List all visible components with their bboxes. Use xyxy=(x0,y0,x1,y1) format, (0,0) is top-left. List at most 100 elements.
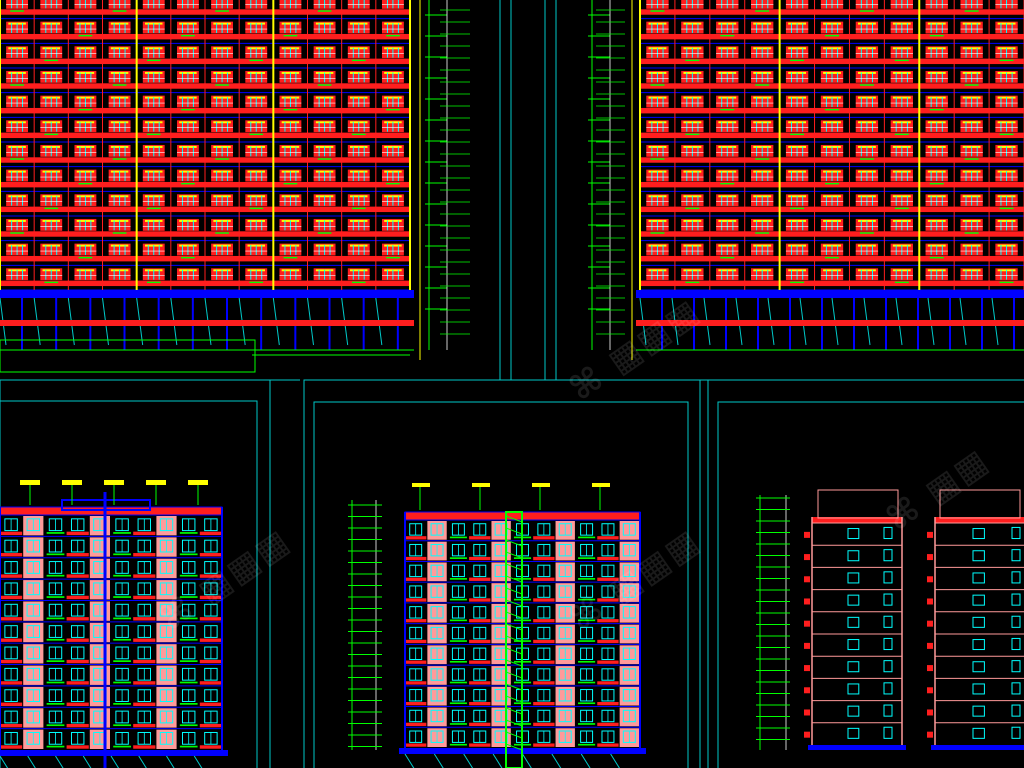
railing-mark xyxy=(283,182,298,185)
balcony xyxy=(597,598,619,602)
railing-mark xyxy=(825,108,839,111)
window xyxy=(972,528,985,540)
railing xyxy=(578,743,596,746)
railing-mark xyxy=(249,207,264,210)
balcony xyxy=(199,531,222,536)
railing-mark xyxy=(859,232,874,234)
railing-mark xyxy=(790,281,805,284)
side-window xyxy=(1011,549,1021,562)
balcony xyxy=(405,681,427,685)
railing-mark xyxy=(825,182,839,185)
railing-mark xyxy=(790,59,805,62)
top-right-elevation[interactable] xyxy=(588,0,1024,351)
balcony-slab xyxy=(640,132,1024,139)
base-column xyxy=(610,753,620,768)
vent-mark xyxy=(927,687,933,694)
base-column xyxy=(27,755,36,768)
railing-mark xyxy=(146,207,161,210)
balcony xyxy=(469,743,491,747)
roof-parapet xyxy=(935,517,1024,523)
sheet-frame-inner xyxy=(313,401,689,768)
bottom-right-elevation[interactable] xyxy=(756,489,1024,750)
side-window xyxy=(1011,593,1021,606)
railing-mark xyxy=(10,232,24,234)
railing-mark xyxy=(351,59,366,62)
balcony xyxy=(0,531,23,536)
railing xyxy=(46,553,65,556)
window xyxy=(972,616,985,628)
railing-mark xyxy=(929,34,944,37)
railing-mark xyxy=(929,182,944,185)
railing-mark xyxy=(894,133,909,136)
base-column xyxy=(138,755,147,768)
base-column xyxy=(492,753,503,768)
balcony-slab xyxy=(640,255,1024,262)
railing-mark xyxy=(146,133,161,136)
railing-mark xyxy=(146,281,161,284)
balcony xyxy=(0,702,23,706)
balcony xyxy=(133,723,156,728)
vent-mark xyxy=(804,620,810,627)
balcony xyxy=(133,638,156,642)
railing-mark xyxy=(755,158,770,160)
railing-mark xyxy=(999,281,1014,284)
railing-mark xyxy=(720,108,735,111)
top-left-elevation[interactable] xyxy=(0,0,448,373)
railing xyxy=(578,619,596,622)
balcony xyxy=(597,660,619,664)
window xyxy=(972,572,985,584)
roof-structure xyxy=(939,489,1021,519)
railing xyxy=(46,574,65,577)
base-column xyxy=(580,753,591,768)
railing-mark xyxy=(44,133,59,136)
window xyxy=(972,661,985,673)
bottom-left-elevation[interactable] xyxy=(0,480,228,768)
railing xyxy=(179,681,198,684)
side-window xyxy=(1011,615,1021,628)
base-slab xyxy=(931,745,1024,750)
side-window xyxy=(1011,526,1021,540)
railing-mark xyxy=(351,281,366,284)
balcony xyxy=(469,556,491,561)
railing xyxy=(46,532,65,534)
side-window xyxy=(1011,704,1021,717)
balcony xyxy=(0,745,23,749)
railing-mark xyxy=(317,158,332,160)
balcony xyxy=(0,659,23,664)
railing xyxy=(578,536,596,539)
railing-mark xyxy=(112,84,127,86)
railing-mark xyxy=(790,133,805,136)
railing xyxy=(449,598,467,601)
railing-mark xyxy=(10,158,24,160)
balcony xyxy=(469,701,491,706)
railing-mark xyxy=(999,59,1014,62)
side-window xyxy=(883,549,893,562)
balcony xyxy=(405,556,427,561)
balcony xyxy=(66,659,89,664)
stair-tread xyxy=(505,539,523,547)
balcony xyxy=(405,619,427,623)
balcony xyxy=(66,595,89,600)
roof-parapet xyxy=(812,517,902,523)
podium-band xyxy=(636,320,1024,326)
railing xyxy=(46,596,65,598)
podium-slab xyxy=(0,290,414,298)
railing xyxy=(113,703,131,705)
window xyxy=(847,639,860,651)
railing-mark xyxy=(283,256,298,259)
railing-mark xyxy=(181,182,195,185)
stair-tread xyxy=(505,707,523,715)
railing-mark xyxy=(215,158,229,160)
railing-mark xyxy=(112,232,127,234)
vent-mark xyxy=(927,709,933,716)
railing xyxy=(179,724,198,727)
stair-tread xyxy=(505,515,523,523)
balcony xyxy=(469,681,491,685)
railing-mark xyxy=(351,133,366,136)
balcony xyxy=(199,617,222,621)
balcony xyxy=(469,536,491,540)
base-slab xyxy=(808,745,906,750)
bottom-middle-elevation[interactable] xyxy=(348,483,646,768)
